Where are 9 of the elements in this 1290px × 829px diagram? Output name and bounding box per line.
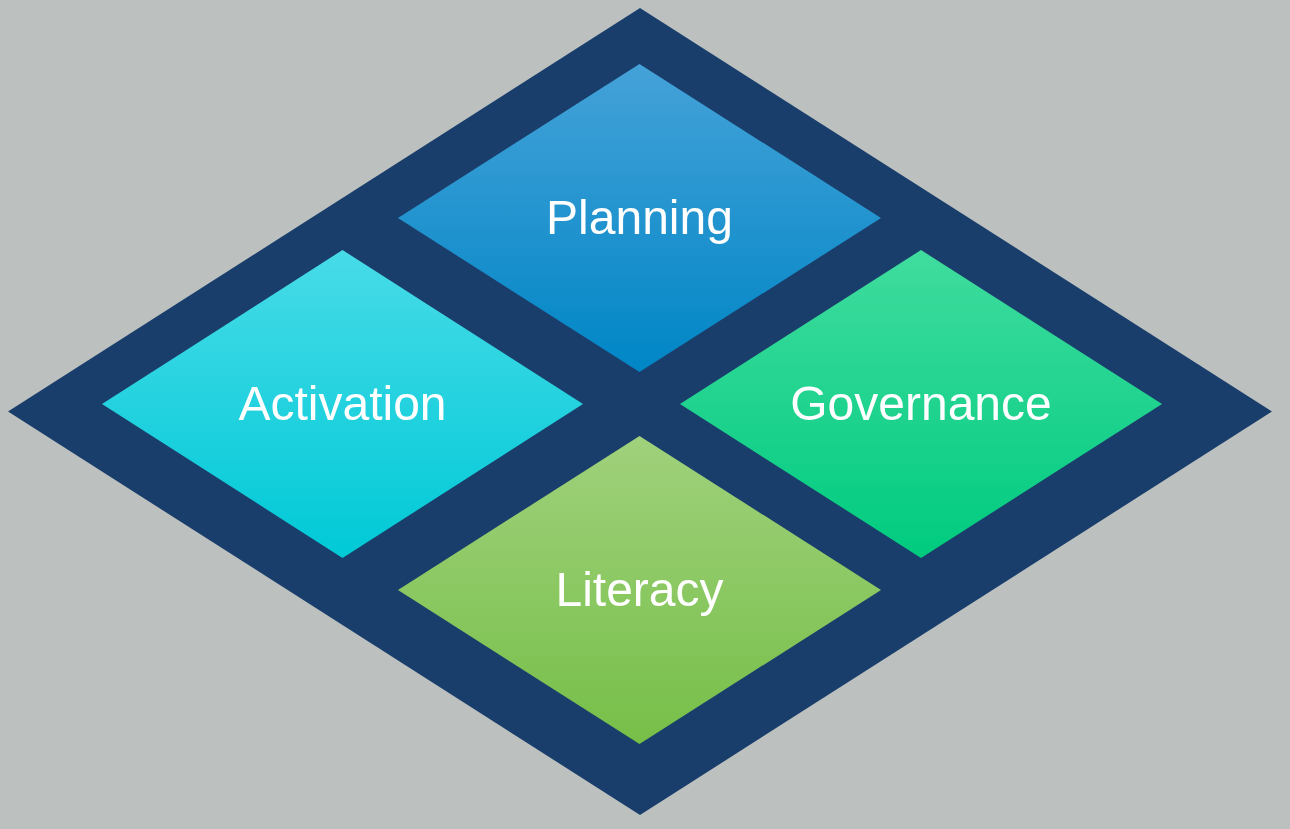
tile-label: Planning (546, 194, 733, 242)
diamond-tile (680, 250, 1162, 558)
diamond-tile (102, 250, 583, 558)
diamond-tile (398, 436, 881, 744)
tile-label: Activation (238, 380, 447, 428)
tile-label: Governance (790, 380, 1052, 428)
diamond-tile (398, 64, 881, 372)
tile-label: Literacy (555, 566, 724, 614)
outer-diamond (8, 8, 1272, 815)
